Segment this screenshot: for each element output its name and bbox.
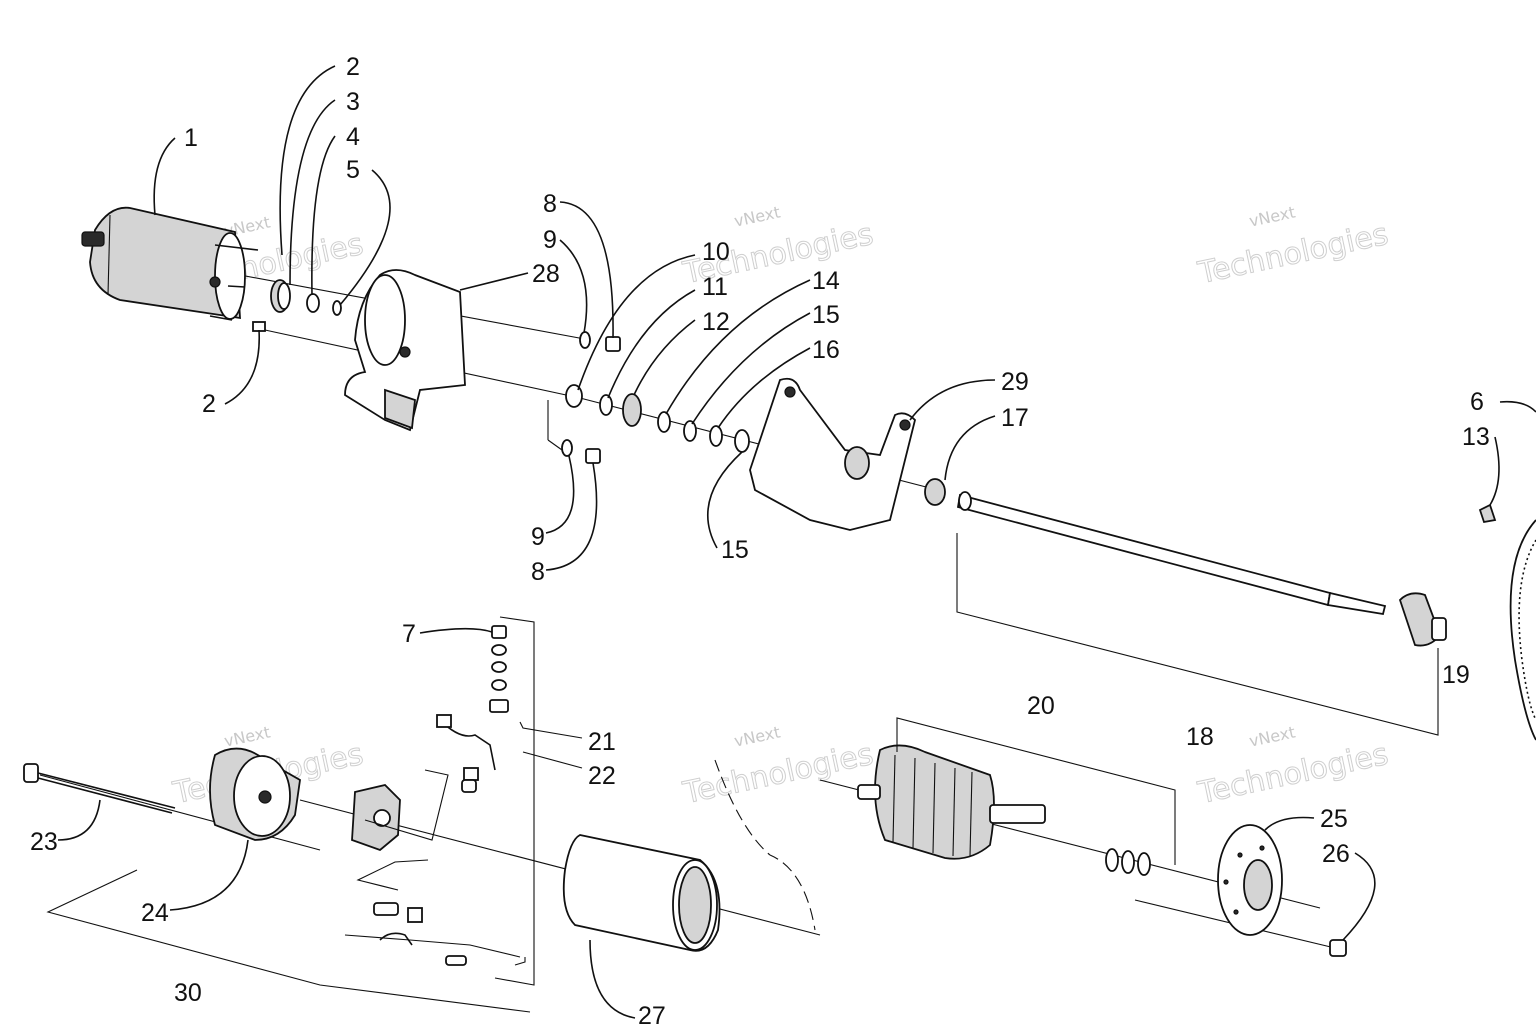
- callout-19: 19: [1442, 661, 1470, 689]
- bendix-pinion-part: [1398, 592, 1447, 647]
- callout-29: 29: [1001, 368, 1029, 396]
- callout-13: 13: [1462, 423, 1490, 451]
- watermark-line1: vNext: [732, 202, 782, 230]
- thrust-washers-part: [1105, 848, 1151, 876]
- starter-motor-part: [81, 206, 246, 320]
- watermark-line2: Technologies: [1195, 217, 1392, 292]
- motor-studs: [209, 244, 259, 321]
- end-cap-group-bracket: [46, 869, 531, 1013]
- callout-24: 24: [141, 899, 169, 927]
- nut-part: [585, 448, 601, 464]
- callout-28: 28: [532, 260, 560, 288]
- callout-12: 12: [702, 308, 730, 336]
- shaft-group-bracket: [956, 533, 1439, 736]
- callout-9: 9: [531, 523, 545, 551]
- callout-3: 3: [346, 88, 360, 116]
- armature-group-bracket: [896, 717, 1176, 865]
- watermark-line2: Technologies: [680, 737, 877, 812]
- bushing-part: [924, 478, 946, 506]
- callout-14: 14: [812, 267, 840, 295]
- watermark: vNext Technologies: [1194, 722, 1392, 812]
- callout-18: 18: [1186, 723, 1214, 751]
- assembly-axis-lines: [39, 274, 1336, 949]
- washer-part: [306, 293, 320, 313]
- flywheel-part: [1478, 503, 1536, 741]
- end-cap-part: [209, 747, 301, 841]
- nut-part: [605, 336, 621, 352]
- motor-frame-housing-part: [562, 834, 721, 952]
- callout-8: 8: [543, 190, 557, 218]
- callout-7: 7: [402, 620, 416, 648]
- pinion-gear-part: [270, 279, 291, 313]
- watermark: vNext Technologies: [679, 722, 877, 812]
- drive-stack-parts: [565, 384, 750, 453]
- callout-5: 5: [346, 156, 360, 184]
- callout-2: 2: [202, 390, 216, 418]
- callout-labels: 1 2 3 4 5 2 28 8 9 10 11 12 14 15 16 9 8…: [30, 53, 1490, 1024]
- callout-23: 23: [30, 828, 58, 856]
- dashed-guide-line: [714, 759, 816, 931]
- watermark: vNext Technologies: [1194, 202, 1392, 292]
- end-plate-nut-part: [1329, 939, 1347, 957]
- watermark-line1: vNext: [1247, 202, 1297, 230]
- leader-lines: [57, 65, 1536, 1019]
- watermark-line1: vNext: [222, 722, 272, 750]
- callout-15: 15: [721, 536, 749, 564]
- callout-4: 4: [346, 123, 360, 151]
- callout-6: 6: [1470, 388, 1484, 416]
- callout-2: 2: [346, 53, 360, 81]
- callout-16: 16: [812, 336, 840, 364]
- drive-housing-part: [344, 269, 466, 432]
- callout-15: 15: [812, 301, 840, 329]
- callout-27: 27: [638, 1002, 666, 1024]
- brush-holder-part: [351, 784, 401, 852]
- watermark-line2: Technologies: [1195, 737, 1392, 812]
- callout-10: 10: [702, 238, 730, 266]
- end-plate-part: [1217, 824, 1283, 936]
- watermark-line1: vNext: [732, 722, 782, 750]
- armature-part: [857, 744, 1046, 860]
- callout-30: 30: [174, 979, 202, 1007]
- watermark-line1: vNext: [1247, 722, 1297, 750]
- callout-26: 26: [1322, 840, 1350, 868]
- mounting-bracket-part: [749, 377, 916, 531]
- clip-part: [332, 300, 342, 316]
- lock-washer-part: [579, 331, 591, 349]
- callout-11: 11: [702, 273, 728, 301]
- lock-washer-part: [561, 439, 573, 457]
- terminal-hardware-parts: [373, 625, 509, 966]
- callout-17: 17: [1001, 404, 1029, 432]
- callout-25: 25: [1320, 805, 1348, 833]
- callout-20: 20: [1027, 692, 1055, 720]
- callout-22: 22: [588, 762, 616, 790]
- drive-shaft-part: [956, 491, 1387, 616]
- callout-21: 21: [588, 728, 616, 756]
- dowel-pin-part: [252, 321, 266, 332]
- callout-1: 1: [184, 124, 198, 152]
- through-bolt-part: [23, 763, 176, 814]
- group-bracket-lines: [344, 616, 583, 986]
- callout-9: 9: [543, 226, 557, 254]
- callout-8: 8: [531, 558, 545, 586]
